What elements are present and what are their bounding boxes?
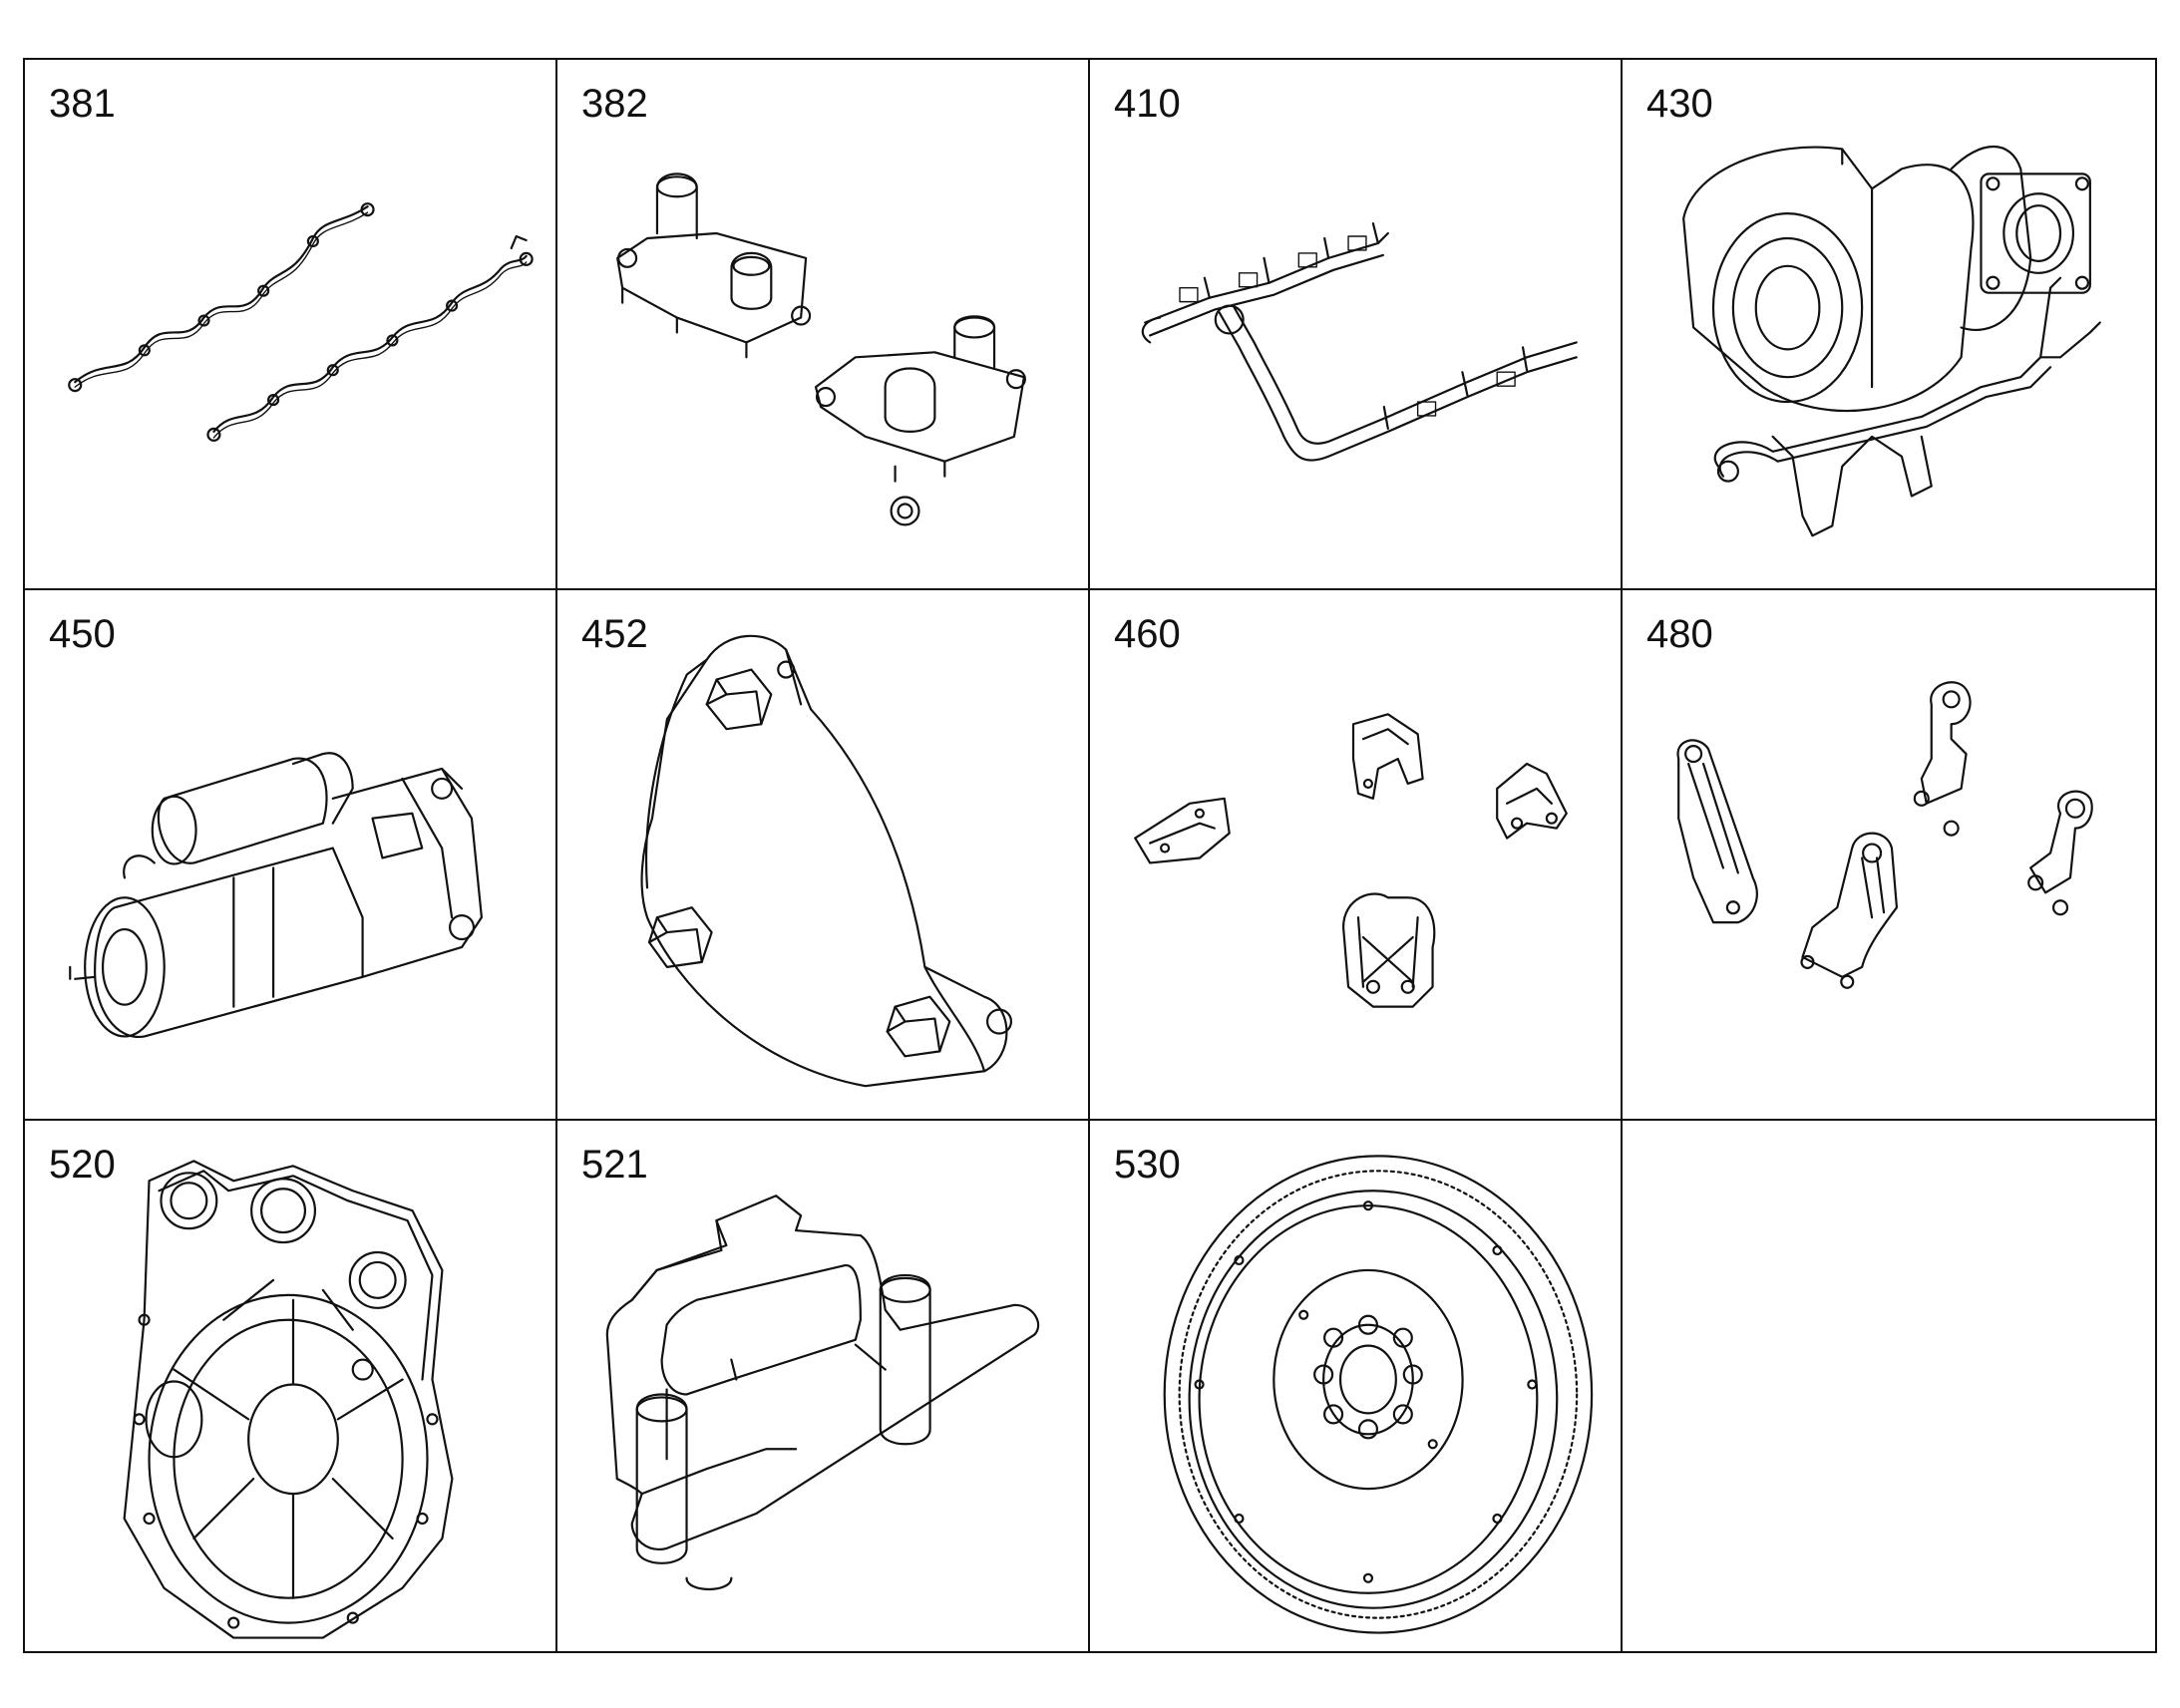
part-cell-480[interactable]: 480: [1623, 590, 2155, 1121]
injector-rail-icon: [1090, 60, 1621, 588]
part-cell-520[interactable]: 520: [25, 1121, 557, 1651]
part-number: 452: [581, 612, 648, 656]
part-cell-430[interactable]: 430: [1623, 60, 2155, 590]
lifting-brackets-icon: [1623, 590, 2155, 1119]
part-number: 521: [581, 1143, 648, 1187]
part-cell-410[interactable]: 410: [1090, 60, 1623, 590]
empty-cell: [1623, 1121, 2155, 1651]
parts-grid: 381 382: [23, 58, 2157, 1653]
part-number: 460: [1114, 612, 1181, 656]
part-number: 430: [1646, 82, 1713, 126]
part-number: 450: [49, 612, 116, 656]
flywheel-housing-icon: [25, 1121, 555, 1651]
thermostat-housing-icon: [557, 60, 1088, 588]
cover-plate-icon: [557, 590, 1088, 1119]
part-number: 530: [1114, 1143, 1181, 1187]
part-number: 520: [49, 1143, 116, 1187]
brackets-icon: [1090, 590, 1621, 1119]
part-cell-530[interactable]: 530: [1090, 1121, 1623, 1651]
part-cell-521[interactable]: 521: [557, 1121, 1090, 1651]
part-number: 381: [49, 82, 116, 126]
starter-motor-icon: [25, 590, 555, 1119]
part-number: 382: [581, 82, 648, 126]
part-cell-452[interactable]: 452: [557, 590, 1090, 1121]
mounting-tool-icon: [557, 1121, 1088, 1651]
part-number: 410: [1114, 82, 1181, 126]
part-cell-382[interactable]: 382: [557, 60, 1090, 590]
part-number: 480: [1646, 612, 1713, 656]
part-cell-460[interactable]: 460: [1090, 590, 1623, 1121]
turbocharger-icon: [1623, 60, 2155, 588]
part-cell-450[interactable]: 450: [25, 590, 557, 1121]
part-cell-381[interactable]: 381: [25, 60, 557, 590]
wiring-harness-icon: [25, 60, 555, 588]
flywheel-icon: [1090, 1121, 1621, 1651]
